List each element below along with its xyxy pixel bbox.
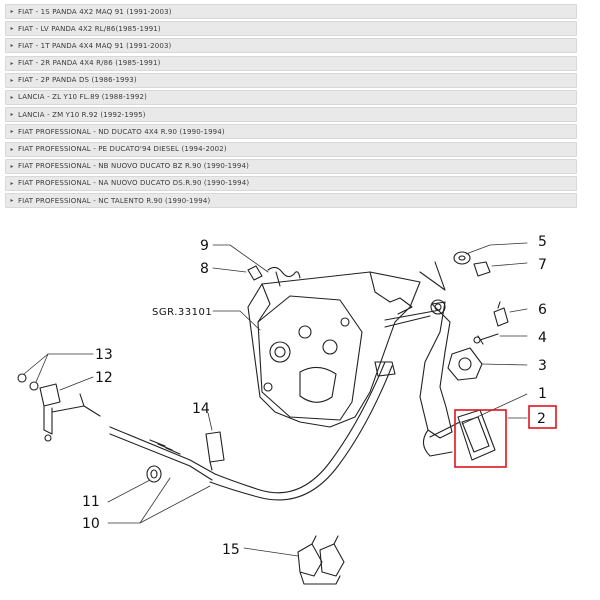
triangle-right-icon: ▸ xyxy=(10,76,14,84)
triangle-right-icon: ▸ xyxy=(10,59,14,67)
triangle-right-icon: ▸ xyxy=(10,197,14,205)
highlight-box-part-2 xyxy=(454,409,507,468)
triangle-right-icon: ▸ xyxy=(10,128,14,136)
list-item-label: FIAT PROFESSIONAL - NC TALENTO R.90 (199… xyxy=(18,196,211,205)
highlight-box-callout-2 xyxy=(528,405,557,429)
vehicle-application-list: ▸FIAT - 1S PANDA 4X2 MAQ 91 (1991-2003) … xyxy=(5,4,577,210)
callout-8[interactable]: 8 xyxy=(200,261,209,277)
triangle-right-icon: ▸ xyxy=(10,162,14,170)
clutch-pedal-drawing xyxy=(384,261,461,457)
list-item[interactable]: ▸ LANCIA - ZM Y10 R.92 (1992-1995) xyxy=(5,107,577,123)
list-item[interactable]: ▸ FIAT PROFESSIONAL - PE DUCATO'94 DIESEL… xyxy=(5,141,577,157)
list-item[interactable]: ▸ FIAT - 1S PANDA 4X2 MAQ 91 (1991-2003) xyxy=(5,4,577,19)
pedal-bracket-drawing xyxy=(247,271,421,428)
callout-13[interactable]: 13 xyxy=(95,347,113,363)
list-item[interactable]: ▸ FIAT - 2P PANDA DS (1986-1993) xyxy=(5,72,577,88)
part-4-bolt-drawing xyxy=(473,333,499,345)
part-5-clip-drawing xyxy=(493,301,509,327)
list-item-label: LANCIA - ZM Y10 R.92 (1992-1995) xyxy=(18,110,146,119)
exploded-parts-diagram: SGR.33101 5 7 6 4 3 1 2 9 8 13 12 14 11 … xyxy=(17,234,557,585)
part-6-7-bushing-drawing xyxy=(453,251,491,277)
list-item-label: FIAT - 1S PANDA 4X2 MAQ 91 (1991-2003) xyxy=(18,7,172,16)
list-item[interactable]: ▸ LANCIA - ZL Y10 FL.89 (1988-1992) xyxy=(5,89,577,105)
callout-14[interactable]: 14 xyxy=(192,401,210,417)
list-item-label: FIAT PROFESSIONAL - NB NUOVO DUCATO BZ R… xyxy=(18,162,249,171)
triangle-right-icon: ▸ xyxy=(10,93,14,101)
list-item-label: FIAT PROFESSIONAL - ND DUCATO 4X4 R.90 (… xyxy=(18,127,225,136)
reference-code: SGR.33101 xyxy=(152,307,212,318)
clutch-cable-drawing xyxy=(109,361,396,501)
callout-10[interactable]: 10 xyxy=(82,516,100,532)
callout-6[interactable]: 5 xyxy=(538,234,547,250)
callout-7[interactable]: 7 xyxy=(538,257,547,273)
triangle-right-icon: ▸ xyxy=(10,25,14,33)
triangle-right-icon: ▸ xyxy=(10,145,14,153)
part-15-clamp-drawing xyxy=(297,535,345,585)
callout-2[interactable]: 2 xyxy=(537,411,546,427)
list-item-label: FIAT - 2R PANDA 4X4 R/86 (1985-1991) xyxy=(18,59,161,68)
callout-4[interactable]: 4 xyxy=(538,330,547,346)
list-item[interactable]: ▸ FIAT PROFESSIONAL - ND DUCATO 4X4 R.90 … xyxy=(5,124,577,140)
leader-lines xyxy=(23,242,528,557)
list-item[interactable]: ▸ FIAT - LV PANDA 4X2 RL/86(1985-1991) xyxy=(5,21,577,37)
part-3-plate-drawing xyxy=(447,347,483,381)
list-item-label: FIAT - 2P PANDA DS (1986-1993) xyxy=(18,76,137,85)
list-item-label: LANCIA - ZL Y10 FL.89 (1988-1992) xyxy=(18,93,147,102)
list-item-label: FIAT - 1T PANDA 4X4 MAQ 91 (1991-2003) xyxy=(18,41,172,50)
callout-15[interactable]: 15 xyxy=(222,542,240,558)
release-lever-drawing xyxy=(17,373,101,442)
list-item[interactable]: ▸ FIAT PROFESSIONAL - NA NUOVO DUCATO DS.… xyxy=(5,175,577,191)
list-item[interactable]: ▸ FIAT - 2R PANDA 4X4 R/86 (1985-1991) xyxy=(5,55,577,71)
triangle-right-icon: ▸ xyxy=(10,8,14,15)
part-11-grommet-drawing xyxy=(146,465,162,483)
list-item[interactable]: ▸ FIAT - 1T PANDA 4X4 MAQ 91 (1991-2003) xyxy=(5,38,577,54)
callout-5[interactable]: 6 xyxy=(538,302,547,318)
callout-1[interactable]: 1 xyxy=(538,386,547,402)
callout-9[interactable]: 9 xyxy=(200,238,209,254)
part-8-9-spring-drawing xyxy=(247,265,301,287)
triangle-right-icon: ▸ xyxy=(10,111,14,119)
callout-3[interactable]: 3 xyxy=(538,358,547,374)
list-item-label: FIAT PROFESSIONAL - NA NUOVO DUCATO DS.R… xyxy=(18,179,250,188)
part-14-bracket-drawing xyxy=(205,431,225,471)
list-item[interactable]: ▸ FIAT PROFESSIONAL - NB NUOVO DUCATO BZ … xyxy=(5,158,577,174)
list-item-label: FIAT - LV PANDA 4X2 RL/86(1985-1991) xyxy=(18,24,161,33)
triangle-right-icon: ▸ xyxy=(10,42,14,50)
triangle-right-icon: ▸ xyxy=(10,179,14,187)
callout-11[interactable]: 11 xyxy=(82,494,100,510)
list-item-label: FIAT PROFESSIONAL - PE DUCATO'94 DIESEL … xyxy=(18,145,227,153)
list-item[interactable]: ▸ FIAT PROFESSIONAL - NC TALENTO R.90 (19… xyxy=(5,193,577,209)
callout-12[interactable]: 12 xyxy=(95,370,113,386)
